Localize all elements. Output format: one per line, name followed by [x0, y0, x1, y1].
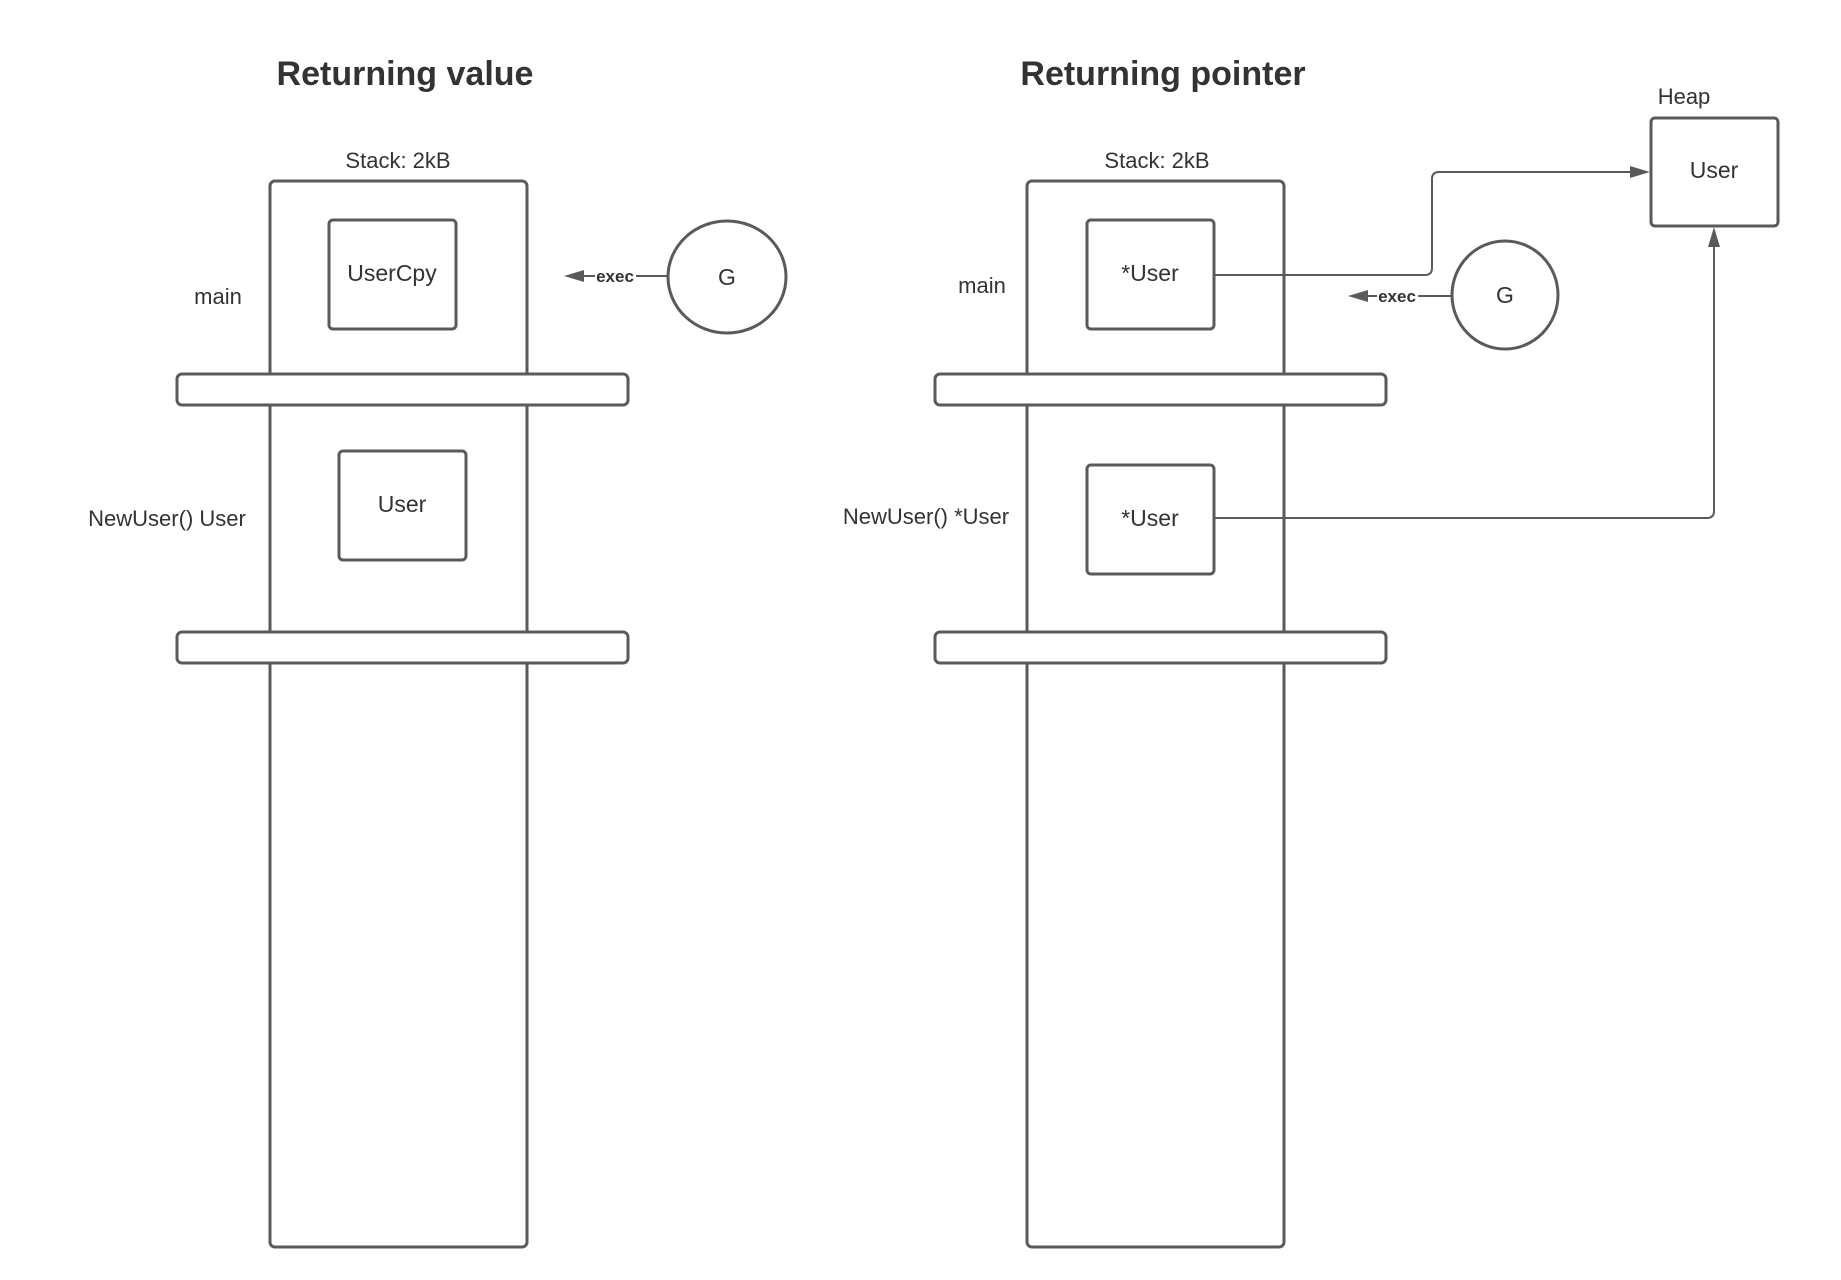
panel-title-pointer: Returning pointer — [1020, 55, 1305, 93]
usercpy-box — [327, 218, 458, 331]
usercpy-box-label: UserCpy — [347, 260, 437, 286]
heap-label: Heap — [1658, 84, 1711, 109]
frame-label-main: main — [958, 273, 1006, 298]
frame-label-newuser: NewUser() User — [88, 506, 246, 531]
stack-column — [1025, 179, 1286, 1249]
frame-separator — [175, 372, 630, 407]
returning-value-panel: Returning value Stack: 2kB main NewUser(… — [88, 55, 788, 1249]
user-box — [337, 449, 468, 562]
goroutine-label: G — [1496, 282, 1514, 308]
main-pointer-box-label: *User — [1121, 260, 1179, 286]
stack-size-label: Stack: 2kB — [1104, 148, 1209, 173]
exec-arrowhead — [1348, 290, 1368, 302]
stack-column — [268, 179, 529, 1249]
returning-pointer-panel: Returning pointer Stack: 2kB main NewUse… — [843, 55, 1780, 1249]
goroutine-label: G — [718, 264, 736, 290]
pointer-connector-newuser — [1214, 246, 1715, 519]
stack-size-label: Stack: 2kB — [345, 148, 450, 173]
heap-user-box — [1649, 116, 1780, 228]
frame-label-main: main — [194, 284, 242, 309]
heap-user-box-label: User — [1690, 157, 1739, 183]
user-box-label: User — [378, 491, 427, 517]
pointer-arrowhead-newuser — [1708, 227, 1720, 247]
newuser-pointer-box-label: *User — [1121, 505, 1179, 531]
pointer-connector-main — [1214, 171, 1630, 276]
frame-separator — [175, 630, 630, 665]
frame-label-newuser: NewUser() *User — [843, 504, 1009, 529]
pointer-arrowhead-main — [1630, 166, 1650, 178]
panel-title-value: Returning value — [277, 55, 534, 93]
exec-arrowhead — [564, 270, 584, 282]
frame-separator — [933, 630, 1388, 665]
frame-separator — [933, 372, 1388, 407]
newuser-pointer-box — [1085, 463, 1216, 576]
exec-label: exec — [596, 267, 634, 286]
exec-label: exec — [1378, 287, 1416, 306]
